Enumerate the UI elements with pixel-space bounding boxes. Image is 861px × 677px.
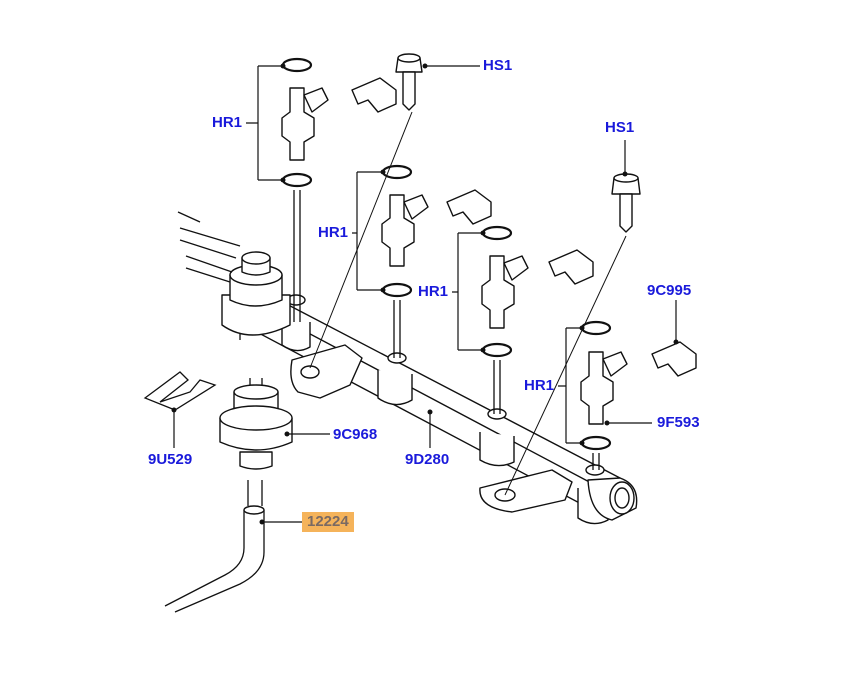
- injector-3: [481, 225, 529, 414]
- callout-9c968[interactable]: 9C968: [333, 426, 378, 443]
- callout-hs1-top[interactable]: HS1: [483, 57, 513, 74]
- callout-hr1-d[interactable]: HR1: [524, 377, 555, 394]
- callout-leaders: [171, 63, 679, 525]
- bolt-top: [309, 53, 423, 369]
- rail-regulator: [177, 211, 291, 336]
- callout-9d280[interactable]: 9D280: [405, 451, 450, 468]
- fuel-rail: [237, 284, 638, 525]
- callout-9c995[interactable]: 9C995: [647, 282, 692, 299]
- callout-9f593[interactable]: 9F593: [657, 414, 700, 431]
- callout-12224[interactable]: 12224: [302, 512, 354, 532]
- fuel-hose: [164, 480, 265, 613]
- injector-1: [281, 57, 329, 322]
- callout-hr1-a[interactable]: HR1: [212, 114, 243, 131]
- callout-hr1-b[interactable]: HR1: [318, 224, 349, 241]
- injector-4: [580, 320, 628, 470]
- hose-clip: [143, 371, 217, 411]
- callout-hs1-right[interactable]: HS1: [605, 119, 635, 136]
- callout-hr1-c[interactable]: HR1: [418, 283, 449, 300]
- callout-9u529[interactable]: 9U529: [148, 451, 193, 468]
- injector-2: [381, 164, 429, 358]
- injector-clips: [351, 77, 697, 377]
- pressure-regulator: [219, 378, 293, 470]
